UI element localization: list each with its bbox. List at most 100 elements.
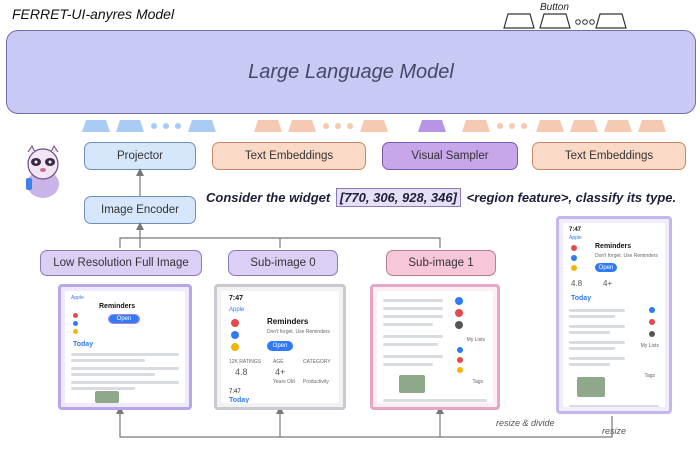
text-embeddings-label-left: Text Embeddings <box>244 150 334 162</box>
sub-image-0-label: Sub-image 0 <box>250 257 316 269</box>
low-res-label: Low Resolution Full Image <box>53 257 189 269</box>
list-dot-icon <box>73 329 78 334</box>
query-text: Consider the widget [770, 306, 928, 346]… <box>206 188 676 207</box>
image-encoder-box: Image Encoder <box>84 196 196 224</box>
plant-image <box>399 375 425 393</box>
ellipsis-dot-icon <box>575 19 581 25</box>
resize-path-line <box>119 410 613 438</box>
list-dot-icon <box>649 331 655 337</box>
arrow-head-icon <box>436 406 444 414</box>
sub-image-1-screenshot: My Lists Tags <box>370 284 500 410</box>
ferret-mascot-icon <box>26 145 59 198</box>
low-res-screenshot: Apple Reminders Open Today <box>58 284 192 410</box>
button-token-icon-3 <box>595 13 627 29</box>
my-lists-label: My Lists <box>466 337 485 343</box>
arrow-head-icon <box>276 406 284 414</box>
query-coords: [770, 306, 928, 346] <box>335 188 461 207</box>
years-old-label: Years Old <box>273 379 295 385</box>
list-dot-icon <box>457 357 463 363</box>
llm-label: Large Language Model <box>248 60 454 83</box>
app-subtitle: Don't forget. Use Reminders <box>595 253 658 259</box>
button-legend-label: Button <box>540 2 569 13</box>
text-embeddings-label-right: Text Embeddings <box>564 150 654 162</box>
status-time-small: 7:47 <box>229 389 241 395</box>
app-name: Reminders <box>99 303 136 310</box>
back-link: Apple <box>569 235 582 241</box>
button-token-icon-2 <box>539 13 571 29</box>
arrow-head-icon <box>136 168 144 176</box>
low-res-label-box: Low Resolution Full Image <box>40 250 202 276</box>
today-label: Today <box>571 295 592 302</box>
sub-image-0-screen: 7:47 Apple Reminders Don't forget. Use R… <box>221 291 339 403</box>
list-dot-icon <box>455 321 463 329</box>
list-dot-icon <box>455 309 463 317</box>
list-dot-icon <box>73 313 78 318</box>
full-resolution-screen: 7:47 Apple Reminders Don't forget. Use R… <box>563 223 665 407</box>
visual-sampler-box: Visual Sampler <box>382 142 518 170</box>
list-dot-icon <box>457 367 463 373</box>
ratings-label: 12K RATINGS <box>229 359 262 365</box>
app-name: Reminders <box>267 317 309 326</box>
query-suffix: <region feature>, classify its type. <box>466 190 677 205</box>
age-value: 4+ <box>603 279 613 288</box>
query-prefix: Consider the widget <box>206 190 331 205</box>
status-time: 7:47 <box>569 227 582 233</box>
resize-divide-note: resize & divide <box>496 418 555 428</box>
ellipsis-dot-icon <box>589 19 595 25</box>
text-tokens-orange-right <box>462 120 666 132</box>
sub-image-1-label-box: Sub-image 1 <box>386 250 496 276</box>
tags-label: Tags <box>472 379 483 385</box>
rating-value: 4.8 <box>235 367 248 377</box>
open-button[interactable]: Open <box>108 314 140 324</box>
back-link: Apple <box>71 295 84 301</box>
sub-image-0-screenshot: 7:47 Apple Reminders Don't forget. Use R… <box>214 284 346 410</box>
list-dot-icon <box>231 319 239 327</box>
open-button[interactable]: Open <box>595 263 617 272</box>
rating-value: 4.8 <box>571 279 583 288</box>
my-lists-label: My Lists <box>640 343 659 349</box>
age-value: 4+ <box>275 367 286 377</box>
list-dot-icon <box>457 347 463 353</box>
text-tokens-orange-left <box>254 120 388 132</box>
low-res-screen: Apple Reminders Open Today <box>65 291 185 403</box>
button-token-icons <box>503 13 627 29</box>
list-dot-icon <box>571 245 577 251</box>
app-subtitle: Don't forget. Use Reminders <box>267 329 330 335</box>
sub-image-0-label-box: Sub-image 0 <box>228 250 338 276</box>
open-button[interactable]: Open <box>267 341 293 351</box>
ellipsis-dot-icon <box>582 19 588 25</box>
image-tokens-blue <box>82 120 216 132</box>
plant-image <box>95 391 119 403</box>
region-token-purple <box>418 120 446 132</box>
list-dot-icon <box>571 265 577 271</box>
list-dot-icon <box>649 307 655 313</box>
image-encoder-label: Image Encoder <box>101 204 179 216</box>
list-dot-icon <box>455 297 463 305</box>
back-link: Apple <box>229 307 245 313</box>
llm-block: Large Language Model <box>6 30 696 114</box>
sub-image-1-label: Sub-image 1 <box>408 257 474 269</box>
today-label: Today <box>73 341 94 348</box>
resize-note: resize <box>602 426 627 436</box>
list-dot-icon <box>73 321 78 326</box>
list-dot-icon <box>231 343 239 351</box>
today-label: Today <box>229 397 250 403</box>
age-label: AGE <box>273 359 284 365</box>
arrow-head-icon <box>136 222 144 230</box>
full-resolution-screenshot: 7:47 Apple Reminders Don't forget. Use R… <box>556 216 672 414</box>
projector-box: Projector <box>84 142 196 170</box>
token-row <box>82 120 666 132</box>
list-dot-icon <box>231 331 239 339</box>
app-name: Reminders <box>595 243 632 250</box>
category-value: Productivity <box>303 379 329 385</box>
projector-label: Projector <box>116 150 164 162</box>
diagram-title: FERRET-UI-anyres Model <box>12 6 175 22</box>
list-dot-icon <box>571 255 577 261</box>
category-label: CATEGORY <box>303 359 331 365</box>
arrow-head-icon <box>116 406 124 414</box>
button-token-icon-1 <box>503 13 535 29</box>
visual-sampler-label: Visual Sampler <box>411 150 489 162</box>
status-time: 7:47 <box>229 295 244 302</box>
plant-image <box>577 377 605 397</box>
